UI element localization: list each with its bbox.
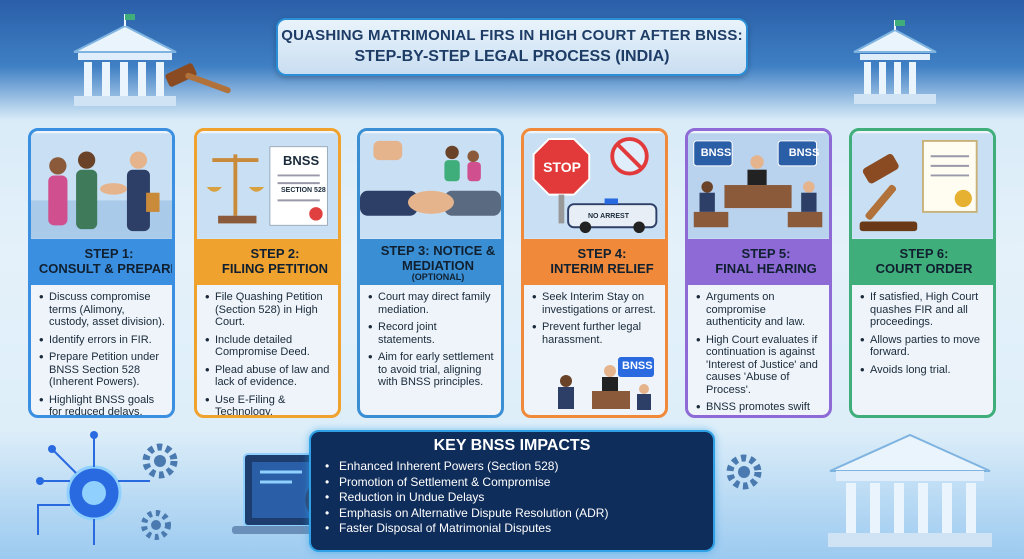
list-item: Arguments on compromise authenticity and… xyxy=(696,291,823,329)
step-5-card: BNSS BNSS STEP 5: FINAL HEARING Argument… xyxy=(685,128,832,418)
courtroom-icon xyxy=(688,133,829,239)
list-item: Seek Interim Stay on investigations or a… xyxy=(532,291,659,316)
step-4-card: STOP NO ARREST STEP 4: INTERIM RELIEF Se… xyxy=(521,128,668,418)
list-item: Aim for early settlement to avoid trial,… xyxy=(368,351,495,389)
list-item: Allows parties to move forward. xyxy=(860,334,987,359)
list-item: Reduction in Undue Delays xyxy=(325,490,699,506)
scales-document-icon xyxy=(197,133,338,239)
step-2-bullets: File Quashing Petition (Section 528) in … xyxy=(205,291,332,416)
list-item: Enhanced Inherent Powers (Section 528) xyxy=(325,459,699,475)
no-arrest-label: NO ARREST xyxy=(588,213,629,220)
step-1-bullets: Discuss compromise terms (Alimony, custo… xyxy=(39,291,166,416)
courthouse-right-icon xyxy=(853,20,937,104)
step-3-bullets: Court may direct family mediation. Recor… xyxy=(368,291,495,394)
bnss-screen-left-label: BNSS xyxy=(700,147,732,159)
step-3-title: STEP 3: NOTICE & xyxy=(380,243,496,258)
step-1-subtitle: CONSULT & PREPARE xyxy=(38,261,175,276)
list-item: Prepare Petition under BNSS Section 528 … xyxy=(39,351,166,389)
impacts-title: KEY BNSS IMPACTS xyxy=(433,437,591,454)
step-4-bullets: Seek Interim Stay on investigations or a… xyxy=(532,291,659,351)
courtroom-scene-icon xyxy=(558,357,654,410)
step-3-banner: STEP 3: NOTICE & MEDIATION (OPTIONAL) xyxy=(360,239,501,285)
handshake-people-icon xyxy=(31,133,172,239)
step-6-bullets: If satisfied, High Court quashes FIR and… xyxy=(860,291,987,381)
step-1-title: STEP 1: xyxy=(84,246,134,261)
step-1-banner: STEP 1: CONSULT & PREPARE xyxy=(31,239,175,285)
step-2-subtitle: FILING PETITION xyxy=(221,261,329,276)
list-item: BNSS promotes swift justice. xyxy=(696,401,823,415)
list-item: Highlight BNSS goals for reduced delays. xyxy=(39,394,166,416)
list-item: Faster Disposal of Matrimonial Disputes xyxy=(325,521,699,537)
step-5-bullets: Arguments on compromise authenticity and… xyxy=(696,291,823,415)
step-2-title: STEP 2: xyxy=(250,246,300,261)
title-line-1: QUASHING MATRIMONIAL FIRS IN HIGH COURT … xyxy=(281,27,743,44)
step-6-title: STEP 6: xyxy=(899,246,949,261)
list-item: Discuss compromise terms (Alimony, custo… xyxy=(39,291,166,329)
step-2-card: BNSS SECTION 528 STEP 2: FILING PETITION… xyxy=(194,128,341,418)
step-6-banner: STEP 6: COURT ORDER xyxy=(852,239,993,285)
stop-sign-label: STOP xyxy=(543,159,581,175)
step-1-card: STEP 1: CONSULT & PREPARE Discuss compro… xyxy=(28,128,175,418)
list-item: Plead abuse of law and lack of evidence. xyxy=(205,364,332,389)
step-5-title: STEP 5: xyxy=(741,246,791,261)
step-6-subtitle: COURT ORDER xyxy=(875,261,973,276)
title-line-2: STEP-BY-STEP LEGAL PROCESS (INDIA) xyxy=(354,48,670,65)
list-item: Include detailed Compromise Deed. xyxy=(205,334,332,359)
step-3-card: STEP 3: NOTICE & MEDIATION (OPTIONAL) Co… xyxy=(357,128,504,418)
page-title: QUASHING MATRIMONIAL FIRS IN HIGH COURT … xyxy=(276,18,748,76)
list-item: File Quashing Petition (Section 528) in … xyxy=(205,291,332,329)
list-item: If satisfied, High Court quashes FIR and… xyxy=(860,291,987,329)
list-item: Record joint statements. xyxy=(368,321,495,346)
courthouse-bottom-icon xyxy=(828,433,992,547)
courthouse-left-icon xyxy=(73,14,177,106)
impacts-list: Enhanced Inherent Powers (Section 528) P… xyxy=(325,459,699,537)
bnss-doc-label: BNSS xyxy=(283,153,320,168)
list-item: Promotion of Settlement & Compromise xyxy=(325,475,699,491)
step-4-banner: STEP 4: INTERIM RELIEF xyxy=(524,239,665,285)
key-impacts-panel: KEY BNSS IMPACTS Enhanced Inherent Power… xyxy=(309,430,715,552)
list-item: Prevent further legal harassment. xyxy=(532,321,659,346)
step-6-card: STEP 6: COURT ORDER If satisfied, High C… xyxy=(849,128,996,418)
list-item: Identify errors in FIR. xyxy=(39,334,166,347)
circuit-gear-icon xyxy=(36,431,178,545)
step-5-subtitle: FINAL HEARING xyxy=(715,261,817,276)
step-2-banner: STEP 2: FILING PETITION xyxy=(197,239,338,285)
gavel-icon xyxy=(165,63,231,94)
stop-police-car-icon xyxy=(524,133,665,239)
bnss-screen-label: BNSS xyxy=(622,360,653,372)
mediation-handshake-icon xyxy=(360,133,501,239)
list-item: Emphasis on Alternative Dispute Resoluti… xyxy=(325,506,699,522)
step-5-banner: STEP 5: FINAL HEARING xyxy=(688,239,829,285)
step-4-subtitle: INTERIM RELIEF xyxy=(550,261,654,276)
section-528-label: SECTION 528 xyxy=(281,187,326,194)
list-item: Use E-Filing & Technology. xyxy=(205,394,332,416)
bnss-screen-right-label: BNSS xyxy=(788,147,820,159)
step-4-title: STEP 4: xyxy=(577,246,627,261)
list-item: High Court evaluates if continuation is … xyxy=(696,334,823,397)
step-3-note: (OPTIONAL) xyxy=(411,272,465,282)
gear-icon xyxy=(726,454,762,490)
step-3-subtitle: MEDIATION xyxy=(402,258,474,273)
gavel-certificate-icon xyxy=(852,133,993,239)
list-item: Avoids long trial. xyxy=(860,364,987,377)
list-item: Court may direct family mediation. xyxy=(368,291,495,316)
